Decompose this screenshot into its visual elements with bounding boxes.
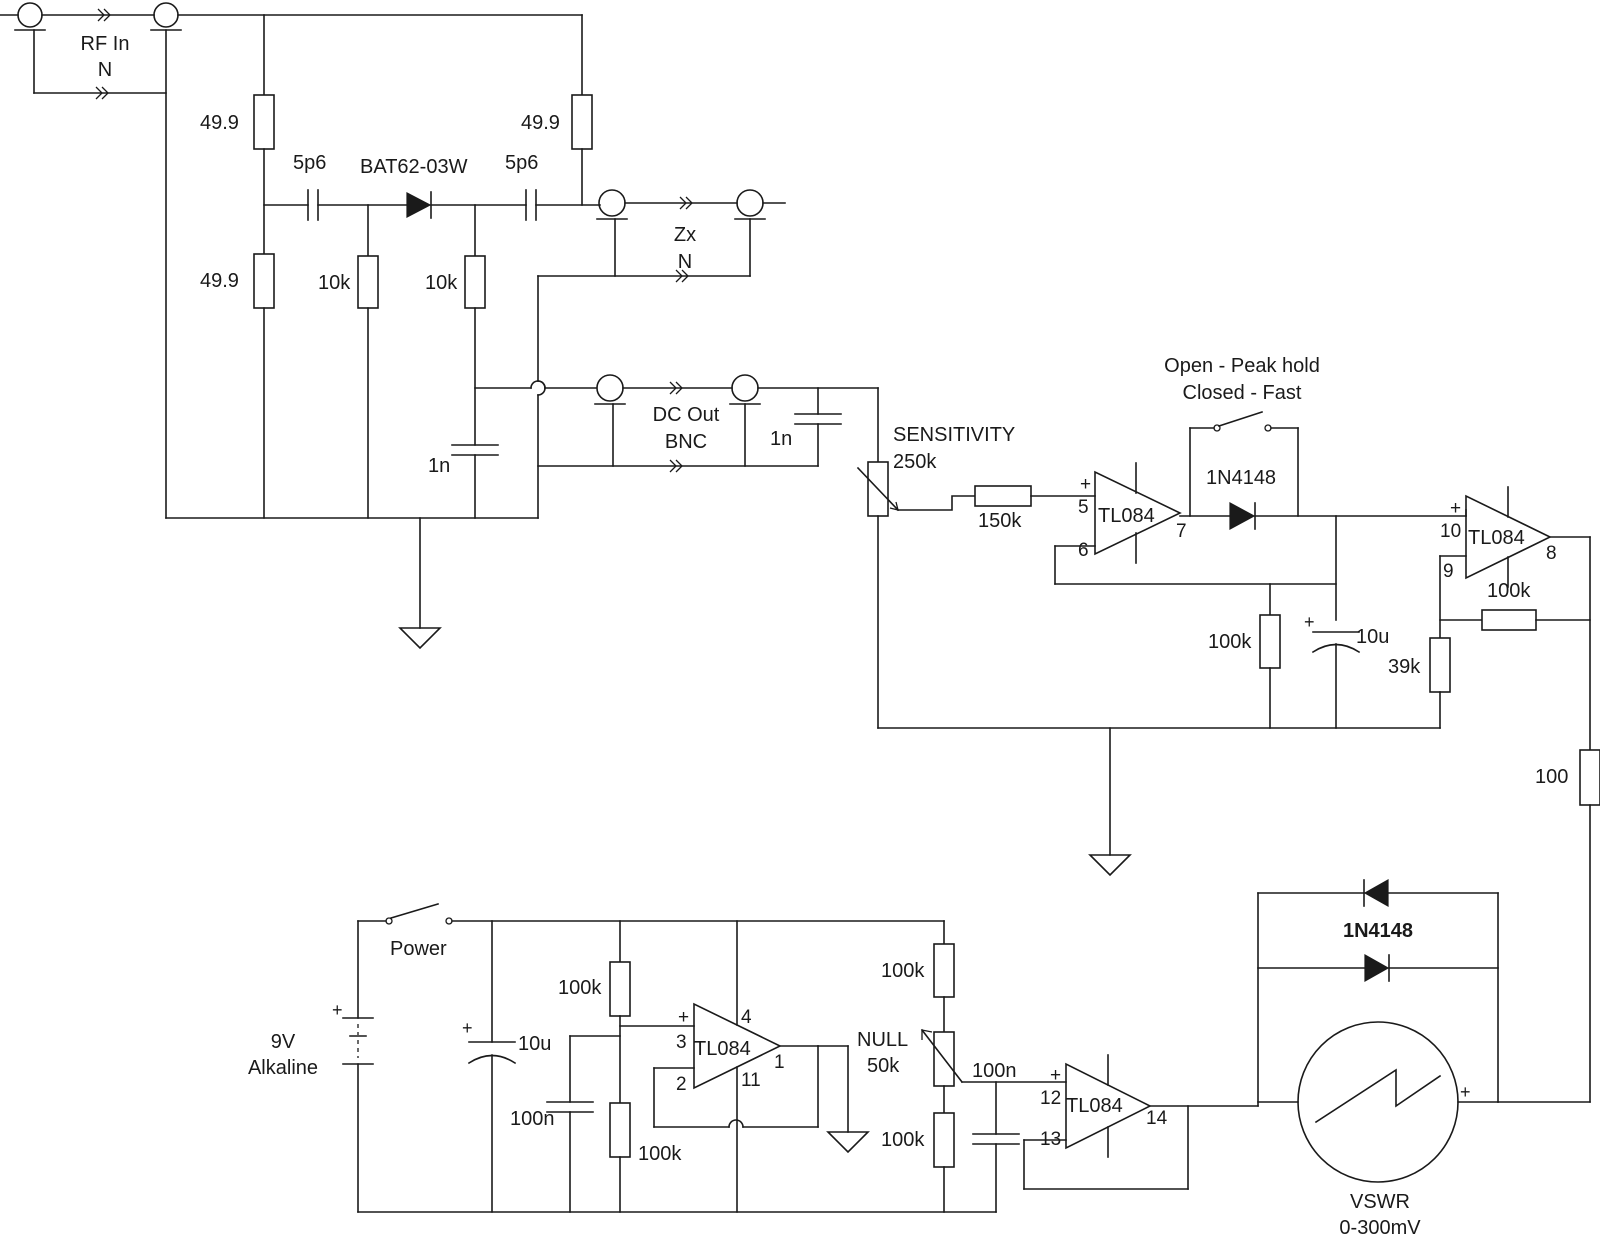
zx-connector	[537, 189, 786, 283]
cap-1n-filter-label: 1n	[428, 455, 450, 477]
opamp-u2-pin-plus-sign: +	[1450, 498, 1461, 519]
cap-100n-null-label: 100n	[972, 1060, 1017, 1082]
rf-in-type: N	[98, 59, 112, 81]
null-pot-label: NULL	[857, 1029, 908, 1051]
cap-5p6-right-label: 5p6	[505, 152, 538, 174]
dc-out-connector	[537, 374, 879, 473]
resistor-100k-null-bottom-label: 100k	[881, 1129, 925, 1151]
resistor-10k-right-label: 10k	[425, 272, 458, 294]
resistor-100-series	[1579, 749, 1600, 806]
opamp-u3-pin-vcc: 4	[741, 1007, 752, 1028]
diode-1n4148-detector	[1229, 501, 1256, 531]
meter-section: 1N4148 + VSWR 0-300mV	[1257, 878, 1591, 1239]
power-switch-label: Power	[390, 938, 447, 960]
resistor-49.9-bottom-left-label: 49.9	[200, 270, 239, 292]
opamp-tl084-u1	[1094, 470, 1182, 556]
resistor-49.9-top-right	[571, 94, 593, 150]
resistor-10k-left	[357, 255, 379, 309]
battery-label-voltage: 9V	[271, 1031, 296, 1053]
diode-bat62	[406, 191, 432, 219]
opamp-u2-pin-plus: 10	[1440, 521, 1461, 542]
resistor-100-series-label: 100	[1535, 766, 1568, 788]
opamp-u3-pin-plus: 3	[676, 1032, 687, 1053]
opamp-u1-name: TL084	[1098, 505, 1155, 527]
cap-100n-div-label: 100n	[510, 1108, 555, 1130]
opamp-u3-name: TL084	[694, 1038, 751, 1060]
rf-in-connector	[0, 2, 182, 519]
vswr-label: VSWR	[1350, 1191, 1410, 1213]
diode-bat62-label: BAT62-03W	[360, 156, 468, 178]
opamp-u4-pin-plus-sign: +	[1050, 1065, 1061, 1086]
resistor-100k-div-bottom-label: 100k	[638, 1143, 682, 1165]
null-pot-value: 50k	[867, 1055, 900, 1077]
resistor-100k-div-bottom	[609, 1102, 631, 1158]
opamp-u2-pin-minus: 9	[1443, 561, 1454, 582]
opamp-u1-pin-plus-sign: +	[1080, 474, 1091, 495]
opamp-u3-pin-gnd: 11	[741, 1070, 761, 1091]
opamp-u2-pin-out: 8	[1546, 543, 1557, 564]
resistor-49.9-top-left-label: 49.9	[200, 112, 239, 134]
detector-section: SENSITIVITY 250k 150k TL084 + 5 6 7 1N41…	[856, 355, 1600, 1103]
vswr-meter	[1297, 1021, 1459, 1183]
resistor-49.9-bottom-left	[253, 253, 275, 309]
resistor-39k	[1429, 637, 1451, 693]
opamp-u4-pin-out: 14	[1146, 1108, 1168, 1129]
resistor-100k-hold-label: 100k	[1208, 631, 1252, 653]
resistor-10k-left-label: 10k	[318, 272, 351, 294]
cap-5p6-left-label: 5p6	[293, 152, 326, 174]
resistor-150k-label: 150k	[978, 510, 1022, 532]
rf-in-label: RF In	[81, 33, 130, 55]
bridge-section: RF In N 49.9 49.9 49.9 5p6 BAT62-03W 5p	[0, 2, 879, 650]
resistor-100k-null-top	[933, 943, 955, 998]
sensitivity-value: 250k	[893, 451, 937, 473]
cap-10u-supply-plus: +	[462, 1018, 473, 1038]
power-section: Power + 9V Alkaline + 10u 100k 100k 100n	[248, 903, 1259, 1213]
resistor-100k-null-bottom	[933, 1112, 955, 1168]
diode-1n4148-meter-label: 1N4148	[1343, 920, 1413, 942]
ground-symbol-detector	[1088, 854, 1132, 877]
diode-1n4148-detector-label: 1N4148	[1206, 467, 1276, 489]
vswr-range: 0-300mV	[1339, 1217, 1421, 1239]
zx-label: Zx	[674, 224, 696, 246]
ground-symbol-bridge	[398, 627, 442, 650]
opamp-u1-pin-out: 7	[1176, 521, 1187, 542]
cap-10u-supply-label: 10u	[518, 1033, 551, 1055]
battery-plus: +	[332, 1000, 343, 1020]
cap-10u-hold-plus: +	[1304, 612, 1315, 632]
cap-10u-hold-label: 10u	[1356, 626, 1389, 648]
switch-note-line1: Open - Peak hold	[1164, 355, 1320, 377]
dc-out-type: BNC	[665, 431, 707, 453]
resistor-49.9-top-left	[253, 94, 275, 150]
resistor-100k-div-top	[609, 961, 631, 1017]
resistor-100k-div-top-label: 100k	[558, 977, 602, 999]
ground-symbol-power	[826, 1131, 870, 1154]
resistor-49.9-top-right-label: 49.9	[521, 112, 560, 134]
zx-type: N	[678, 251, 692, 273]
opamp-u4-pin-plus: 12	[1040, 1088, 1061, 1109]
dc-out-label: DC Out	[653, 404, 720, 426]
diode-1n4148-meter-bottom	[1364, 953, 1390, 983]
switch-note-line2: Closed - Fast	[1183, 382, 1302, 404]
resistor-150k	[974, 485, 1032, 507]
resistor-100k-feedback-label: 100k	[1487, 580, 1531, 602]
resistor-100k-hold	[1259, 614, 1281, 669]
opamp-u3-pin-out: 1	[774, 1052, 785, 1073]
resistor-10k-right	[464, 255, 486, 309]
opamp-u3-pin-plus-sign: +	[678, 1007, 689, 1028]
opamp-u4-name: TL084	[1066, 1095, 1123, 1117]
resistor-39k-label: 39k	[1388, 656, 1421, 678]
opamp-u1-pin-plus: 5	[1078, 497, 1089, 518]
opamp-u2-name: TL084	[1468, 527, 1525, 549]
resistor-100k-feedback	[1481, 609, 1537, 631]
opamp-u3-pin-minus: 2	[676, 1074, 687, 1095]
diode-1n4148-meter-top	[1363, 878, 1389, 908]
cap-1n-dc-out-label: 1n	[770, 428, 792, 450]
battery-label-type: Alkaline	[248, 1057, 318, 1079]
sensitivity-label: SENSITIVITY	[893, 424, 1015, 446]
meter-plus: +	[1460, 1082, 1471, 1102]
resistor-100k-null-top-label: 100k	[881, 960, 925, 982]
opamp-u1-pin-minus: 6	[1078, 540, 1089, 561]
